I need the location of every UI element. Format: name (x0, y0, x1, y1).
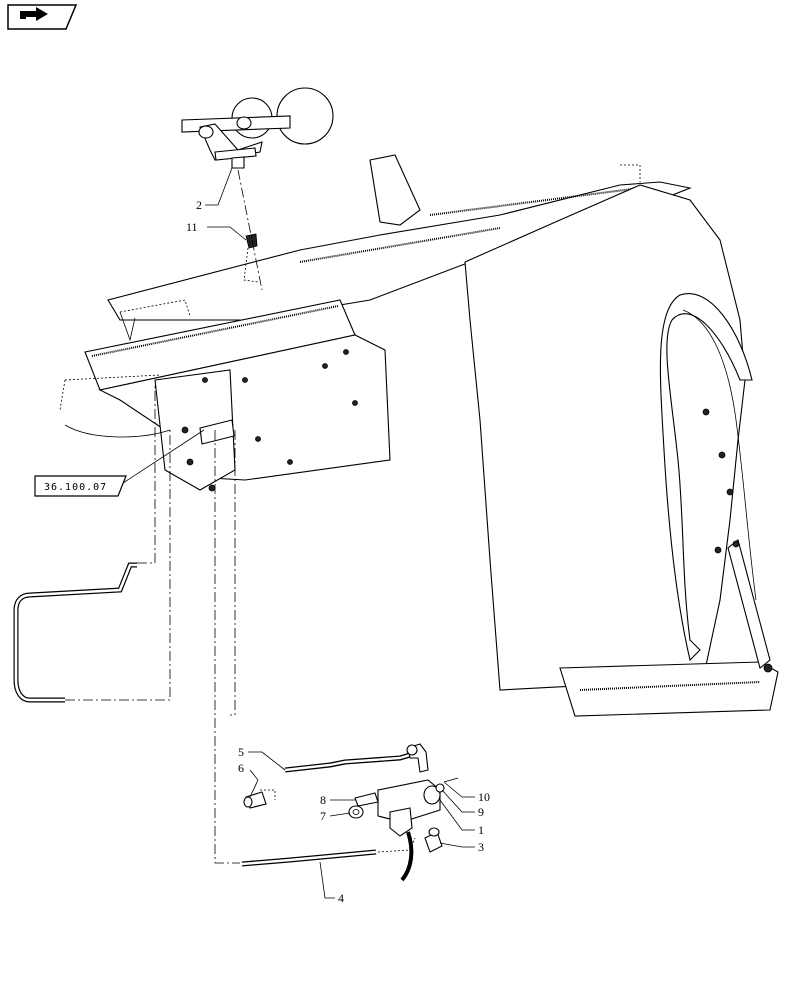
callout-5: 5 (238, 745, 244, 759)
hose-item-5 (284, 752, 411, 773)
back-button[interactable] (7, 4, 78, 30)
connector-item-6 (243, 791, 267, 809)
hose-item-4 (241, 849, 377, 867)
grommet-part (245, 233, 258, 249)
callout-11: 11 (186, 220, 198, 234)
leader-lines (119, 167, 475, 899)
washer-hose-loop (13, 562, 137, 703)
mirror-assembly (181, 87, 334, 169)
callout-8: 8 (320, 793, 326, 807)
callout-6: 6 (238, 761, 244, 775)
grommet-item-7 (348, 805, 364, 819)
callout-1: 1 (478, 823, 484, 837)
screw-item-10 (443, 777, 459, 783)
cab-body (107, 154, 779, 717)
reference-link-36-100-07[interactable]: 36.100.07 (34, 475, 127, 497)
callout-2: 2 (196, 198, 202, 212)
reference-label: 36.100.07 (44, 482, 107, 493)
callout-4: 4 (338, 891, 344, 905)
back-arrow-icon (20, 7, 48, 21)
washer-pump (377, 779, 441, 882)
callout-9: 9 (478, 805, 484, 819)
elbow-fitting (406, 743, 429, 773)
nozzle-item-8 (354, 792, 379, 807)
elbow-item-3 (424, 827, 443, 853)
callout-10: 10 (478, 790, 490, 804)
callout-7: 7 (320, 809, 326, 823)
callout-3: 3 (478, 840, 484, 854)
control-console (59, 299, 391, 492)
